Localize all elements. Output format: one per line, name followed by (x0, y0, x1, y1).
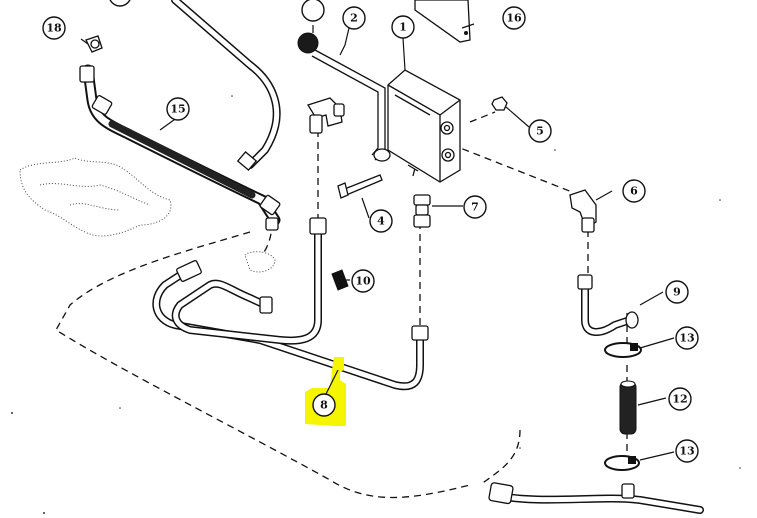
clip-10 (331, 269, 349, 291)
control-lever (297, 32, 391, 162)
callout-8-label: 8 (320, 399, 328, 412)
nut-5 (491, 96, 508, 111)
fitting-18 (85, 35, 103, 53)
callout-2-label: 2 (350, 12, 358, 25)
callout-13-lower-label: 13 (679, 445, 694, 458)
hose-15 (79, 64, 281, 231)
callout-top-knob (301, 0, 325, 22)
callout-9: 9 (665, 280, 689, 304)
callout-12: 12 (668, 387, 692, 411)
callout-18: 18 (42, 16, 66, 40)
callout-5-label: 5 (536, 125, 544, 138)
callout-13-lower: 13 (675, 439, 699, 463)
callout-5: 5 (528, 119, 552, 143)
tube-9 (577, 274, 639, 336)
callout-4: 4 (369, 209, 393, 233)
callout-6: 6 (622, 179, 646, 203)
background-specks (11, 95, 741, 514)
bolt-4 (337, 164, 419, 199)
fitting-7 (413, 194, 431, 228)
bracket-16 (414, 0, 471, 43)
callout-15: 15 (166, 97, 190, 121)
elbow-6 (569, 189, 597, 233)
callout-18-label: 18 (46, 22, 62, 35)
upper-left-pipe (171, 0, 281, 172)
callout-top-partial (109, 0, 131, 7)
valve-block-1 (387, 69, 461, 183)
clamp-13-upper (604, 342, 642, 358)
hose-12 (619, 380, 637, 435)
callout-15-label: 15 (170, 103, 185, 116)
callout-13-upper-label: 13 (679, 332, 694, 345)
callout-10: 10 (351, 269, 375, 293)
bottom-pipe (488, 482, 704, 514)
callout-12-label: 12 (672, 393, 687, 406)
callout-6-label: 6 (630, 185, 638, 198)
callout-7: 7 (463, 195, 487, 219)
callout-7-label: 7 (471, 201, 479, 214)
leader-lines (80, 23, 675, 461)
callout-1-label: 1 (399, 21, 407, 34)
engine-outline-dotted (19, 157, 276, 273)
clamp-13-lower (604, 455, 640, 471)
callout-9-label: 9 (673, 286, 681, 299)
tube-assembly-8 (152, 217, 429, 391)
callout-1: 1 (391, 15, 415, 39)
callout-4-label: 4 (377, 215, 385, 228)
callout-2: 2 (342, 6, 366, 30)
callout-16-label: 16 (506, 12, 522, 25)
callout-13-upper: 13 (675, 326, 699, 350)
callout-8: 8 (312, 393, 336, 417)
assembly-dashed-lines (55, 111, 628, 499)
elbow-fitting-upper (307, 97, 345, 134)
callout-10-label: 10 (355, 275, 371, 288)
callout-16: 16 (502, 6, 526, 30)
